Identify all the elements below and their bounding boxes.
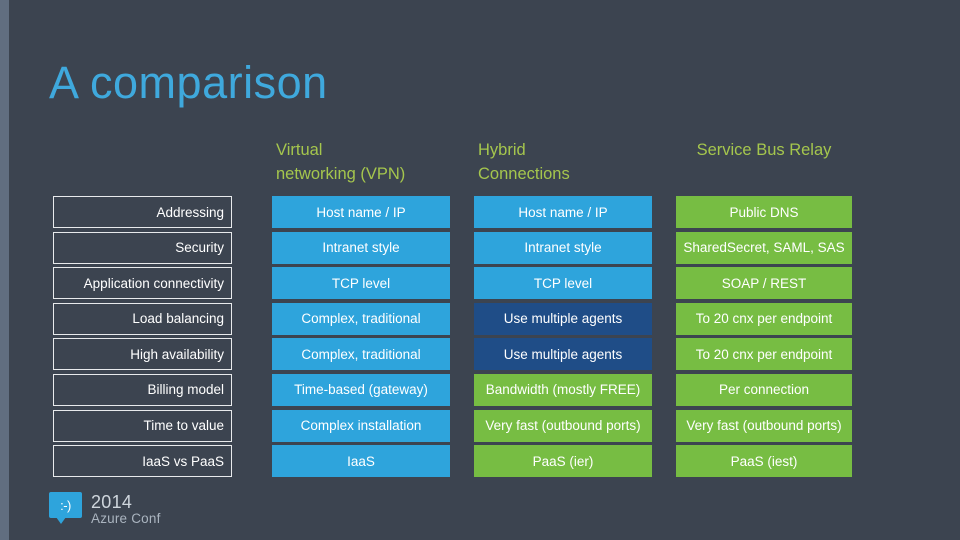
column-header-vpn-line1: Virtual — [276, 141, 323, 159]
row-label: Billing model — [53, 373, 232, 406]
table-cell: SharedSecret, SAML, SAS — [676, 231, 852, 264]
row-label: Security — [53, 231, 232, 264]
column-header-hybrid-line1: Hybrid — [478, 141, 526, 159]
column-header-vpn: Virtual networking (VPN) — [276, 138, 446, 186]
table-cell: Public DNS — [676, 196, 852, 228]
table-cell: PaaS (ier) — [474, 445, 652, 478]
logo-text-block: 2014 Azure Conf — [91, 492, 161, 526]
column-header-service-bus-relay: Service Bus Relay — [676, 138, 852, 162]
page-title: A comparison — [49, 57, 328, 108]
smiley-speech-bubble-icon: :-) — [49, 492, 82, 524]
table-cell: Time-based (gateway) — [272, 373, 450, 406]
column-header-hybrid-connections: Hybrid Connections — [478, 138, 648, 186]
table-cell: Use multiple agents — [474, 302, 652, 335]
table-cell: To 20 cnx per endpoint — [676, 302, 852, 335]
table-cell: Per connection — [676, 373, 852, 406]
table-cell: PaaS (iest) — [676, 445, 852, 478]
row-label: Time to value — [53, 409, 232, 442]
logo-year: 2014 — [91, 492, 133, 512]
table-cell: IaaS — [272, 445, 450, 478]
table-cell: Intranet style — [272, 231, 450, 264]
table-cell: SOAP / REST — [676, 267, 852, 300]
row-label: High availability — [53, 338, 232, 371]
table-cell: Intranet style — [474, 231, 652, 264]
table-cell: To 20 cnx per endpoint — [676, 338, 852, 371]
row-label: Load balancing — [53, 302, 232, 335]
logo-event-name: Azure Conf — [91, 510, 161, 526]
table-cell: TCP level — [474, 267, 652, 300]
azure-conf-logo: :-) 2014 Azure Conf — [49, 492, 161, 526]
table-cell: Very fast (outbound ports) — [474, 409, 652, 442]
row-label: IaaS vs PaaS — [53, 445, 232, 478]
table-cell: Complex installation — [272, 409, 450, 442]
table-cell: Host name / IP — [474, 196, 652, 228]
slide-left-edge-strip — [0, 0, 9, 540]
table-cell: Bandwidth (mostly FREE) — [474, 373, 652, 406]
table-cell: Use multiple agents — [474, 338, 652, 371]
row-label: Addressing — [53, 196, 232, 228]
column-header-relay-line1: Service Bus Relay — [696, 141, 832, 159]
table-cell: TCP level — [272, 267, 450, 300]
column-header-vpn-line2: networking (VPN) — [276, 165, 406, 183]
row-label: Application connectivity — [53, 267, 232, 300]
table-cell: Very fast (outbound ports) — [676, 409, 852, 442]
column-header-hybrid-line2: Connections — [478, 165, 570, 183]
table-cell: Complex, traditional — [272, 338, 450, 371]
smiley-glyph: :-) — [60, 497, 71, 513]
table-cell: Host name / IP — [272, 196, 450, 228]
table-cell: Complex, traditional — [272, 302, 450, 335]
